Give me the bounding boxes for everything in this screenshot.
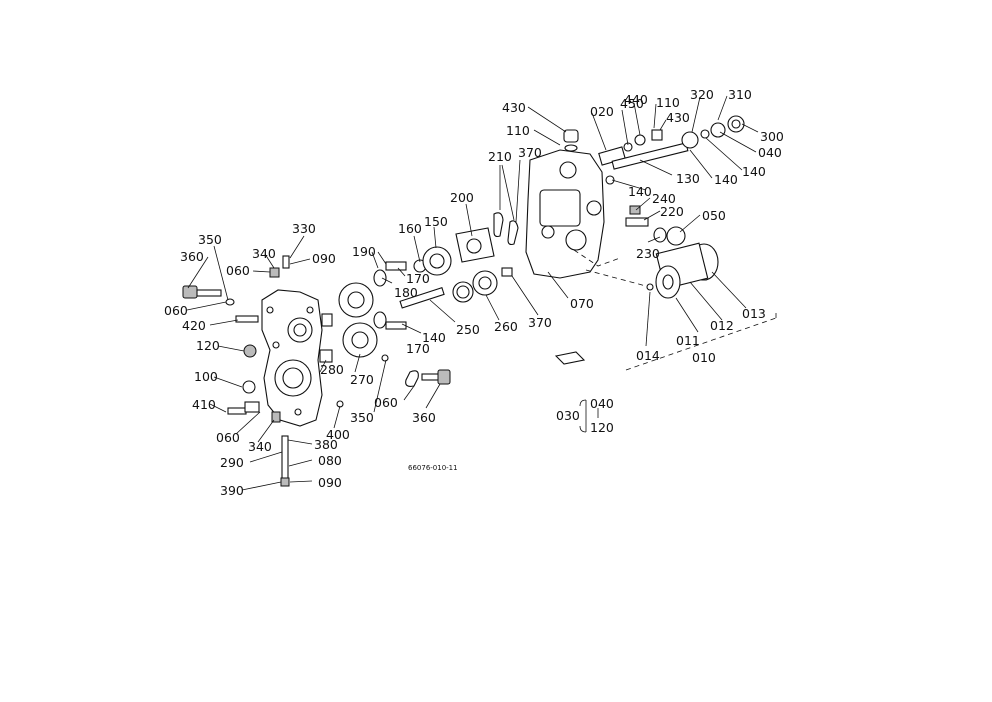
label-140-c: 140	[714, 172, 738, 187]
label-090: 090	[312, 251, 336, 266]
label-190: 190	[352, 244, 376, 259]
label-170: 170	[406, 271, 430, 286]
upper-right-parts	[563, 115, 745, 246]
leader-lines	[186, 95, 759, 491]
label-090-b: 090	[318, 475, 342, 490]
label-320: 320	[690, 87, 714, 102]
kit-label-040: 040	[590, 396, 614, 411]
pump-gears	[319, 212, 519, 363]
key-part	[554, 351, 586, 365]
label-060-d: 060	[216, 430, 240, 445]
label-370: 370	[518, 145, 542, 160]
clutch-assembly	[646, 242, 719, 299]
label-010: 010	[692, 350, 716, 365]
label-020: 020	[590, 104, 614, 119]
label-420: 420	[182, 318, 206, 333]
label-430-b: 430	[666, 110, 690, 125]
label-350: 350	[198, 232, 222, 247]
label-400: 400	[326, 427, 350, 442]
label-110-b: 110	[506, 123, 530, 138]
label-260: 260	[494, 319, 518, 334]
label-180: 180	[394, 285, 418, 300]
label-014: 014	[636, 348, 660, 363]
label-080: 080	[318, 453, 342, 468]
label-200: 200	[450, 190, 474, 205]
label-120: 120	[196, 338, 220, 353]
label-410: 410	[192, 397, 216, 412]
label-270: 270	[350, 372, 374, 387]
label-012: 012	[710, 318, 734, 333]
label-100: 100	[194, 369, 218, 384]
label-340-b: 340	[248, 439, 272, 454]
label-060: 060	[226, 263, 250, 278]
label-360-b: 360	[412, 410, 436, 425]
main-housing	[525, 149, 605, 279]
label-040: 040	[758, 145, 782, 160]
label-060-b: 060	[164, 303, 188, 318]
front-cover-plate	[261, 289, 323, 427]
label-350-b: 350	[350, 410, 374, 425]
label-140-b: 140	[742, 164, 766, 179]
label-390: 390	[220, 483, 244, 498]
label-230: 230	[636, 246, 660, 261]
label-060-c: 060	[374, 395, 398, 410]
assembly-dashed-lines	[573, 249, 777, 371]
label-330: 330	[292, 221, 316, 236]
label-450: 450	[620, 96, 644, 111]
label-240: 240	[652, 191, 676, 206]
drawing-code: 66076-010-11	[408, 464, 458, 472]
label-380: 380	[314, 437, 338, 452]
part-drawings	[182, 115, 745, 487]
label-170-b: 170	[406, 341, 430, 356]
label-150: 150	[424, 214, 448, 229]
label-440: 440	[624, 92, 648, 107]
label-280: 280	[320, 362, 344, 377]
label-013: 013	[742, 306, 766, 321]
label-110: 110	[656, 95, 680, 110]
label-340: 340	[252, 246, 276, 261]
label-290: 290	[220, 455, 244, 470]
label-370-b: 370	[528, 315, 552, 330]
rear-bolt-parts	[336, 354, 451, 408]
label-220: 220	[660, 204, 684, 219]
label-130: 130	[676, 171, 700, 186]
label-140-d: 140	[422, 330, 446, 345]
label-210: 210	[488, 149, 512, 164]
label-360: 360	[180, 249, 204, 264]
kit-label-030: 030	[556, 408, 580, 423]
kit-label-120: 120	[590, 420, 614, 435]
label-011: 011	[676, 333, 700, 348]
label-430: 430	[502, 100, 526, 115]
label-300: 300	[760, 129, 784, 144]
label-140-a: 140	[628, 184, 652, 199]
part-labels: 430 020 450 440 110 430 320 310 300 040 …	[164, 87, 784, 498]
label-310: 310	[728, 87, 752, 102]
label-050: 050	[702, 208, 726, 223]
label-250: 250	[456, 322, 480, 337]
label-070: 070	[570, 296, 594, 311]
label-160: 160	[398, 221, 422, 236]
